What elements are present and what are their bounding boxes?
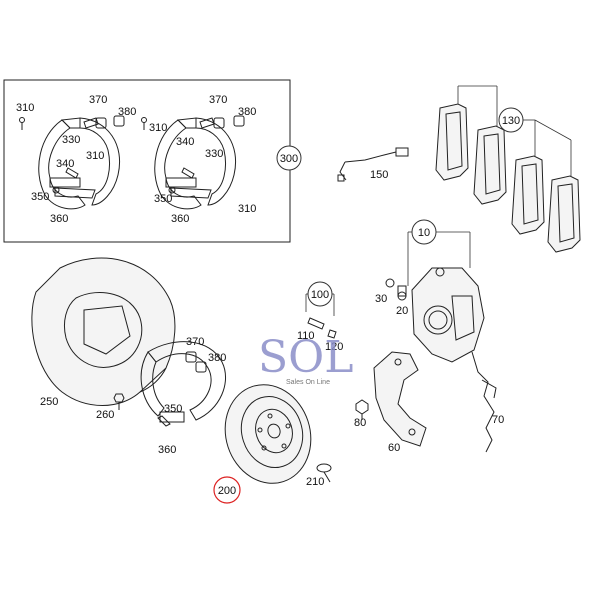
label-310-b: 310 [86,150,104,162]
callout-100-ring [307,281,333,307]
caliper-bracket [373,351,427,447]
bracket-bolts [355,399,369,420]
callout-300-ring [276,145,302,171]
label-380-b: 380 [238,106,256,118]
wear-sensor-cable [471,351,497,453]
label-260: 260 [96,409,114,421]
brake-caliper [385,267,485,363]
parking-brake-box [3,79,291,243]
adjuster-left [49,177,81,188]
label-350-b: 350 [154,193,172,205]
label-310-d: 310 [238,203,256,215]
label-310-a: 310 [16,102,34,114]
label-70: 70 [492,414,504,426]
label-380-c: 380 [208,352,226,364]
label-310-c: 310 [149,122,167,134]
label-150: 150 [370,169,388,181]
label-30: 30 [375,293,387,305]
brake-shoe-set-right [141,115,245,210]
label-20: 20 [396,305,408,317]
label-370-b: 370 [209,94,227,106]
brake-shoe-set-left [19,115,125,210]
label-370-c: 370 [186,336,204,348]
backing-plate [31,257,176,406]
label-370-a: 370 [89,94,107,106]
logo-text: SOL [258,332,353,383]
label-250: 250 [40,396,58,408]
callout-100: 100 [311,289,329,301]
label-350-c: 350 [164,403,182,415]
callout-200-ring [213,476,241,504]
label-340-a: 340 [56,158,74,170]
brake-disc [224,384,312,484]
callout-200: 200 [218,485,236,497]
callout-130-ring [498,107,524,133]
callout-130: 130 [502,115,520,127]
callout-10-ring [411,219,437,245]
label-340-b: 340 [176,136,194,148]
guide-pin-kit [305,293,337,339]
label-80: 80 [354,417,366,429]
label-360-a: 360 [50,213,68,225]
label-330-b: 330 [205,148,223,160]
callout-300: 300 [280,153,298,165]
brake-shoe-lower [140,341,227,427]
brake-pad-set [435,85,581,253]
label-60: 60 [388,442,400,454]
backing-plate-bolt [113,393,125,410]
label-330-a: 330 [62,134,80,146]
label-380-a: 380 [118,106,136,118]
label-210: 210 [306,476,324,488]
label-360-c: 360 [158,444,176,456]
callout-10: 10 [418,227,430,239]
wear-sensor [337,147,409,182]
label-350-a: 350 [31,191,49,203]
label-120: 120 [325,341,343,353]
label-110: 110 [297,330,315,342]
disc-screw [316,463,332,483]
sol-logo: SOL Sales On Line [258,332,353,386]
logo-subtitle: Sales On Line [286,379,330,386]
label-360-b: 360 [171,213,189,225]
